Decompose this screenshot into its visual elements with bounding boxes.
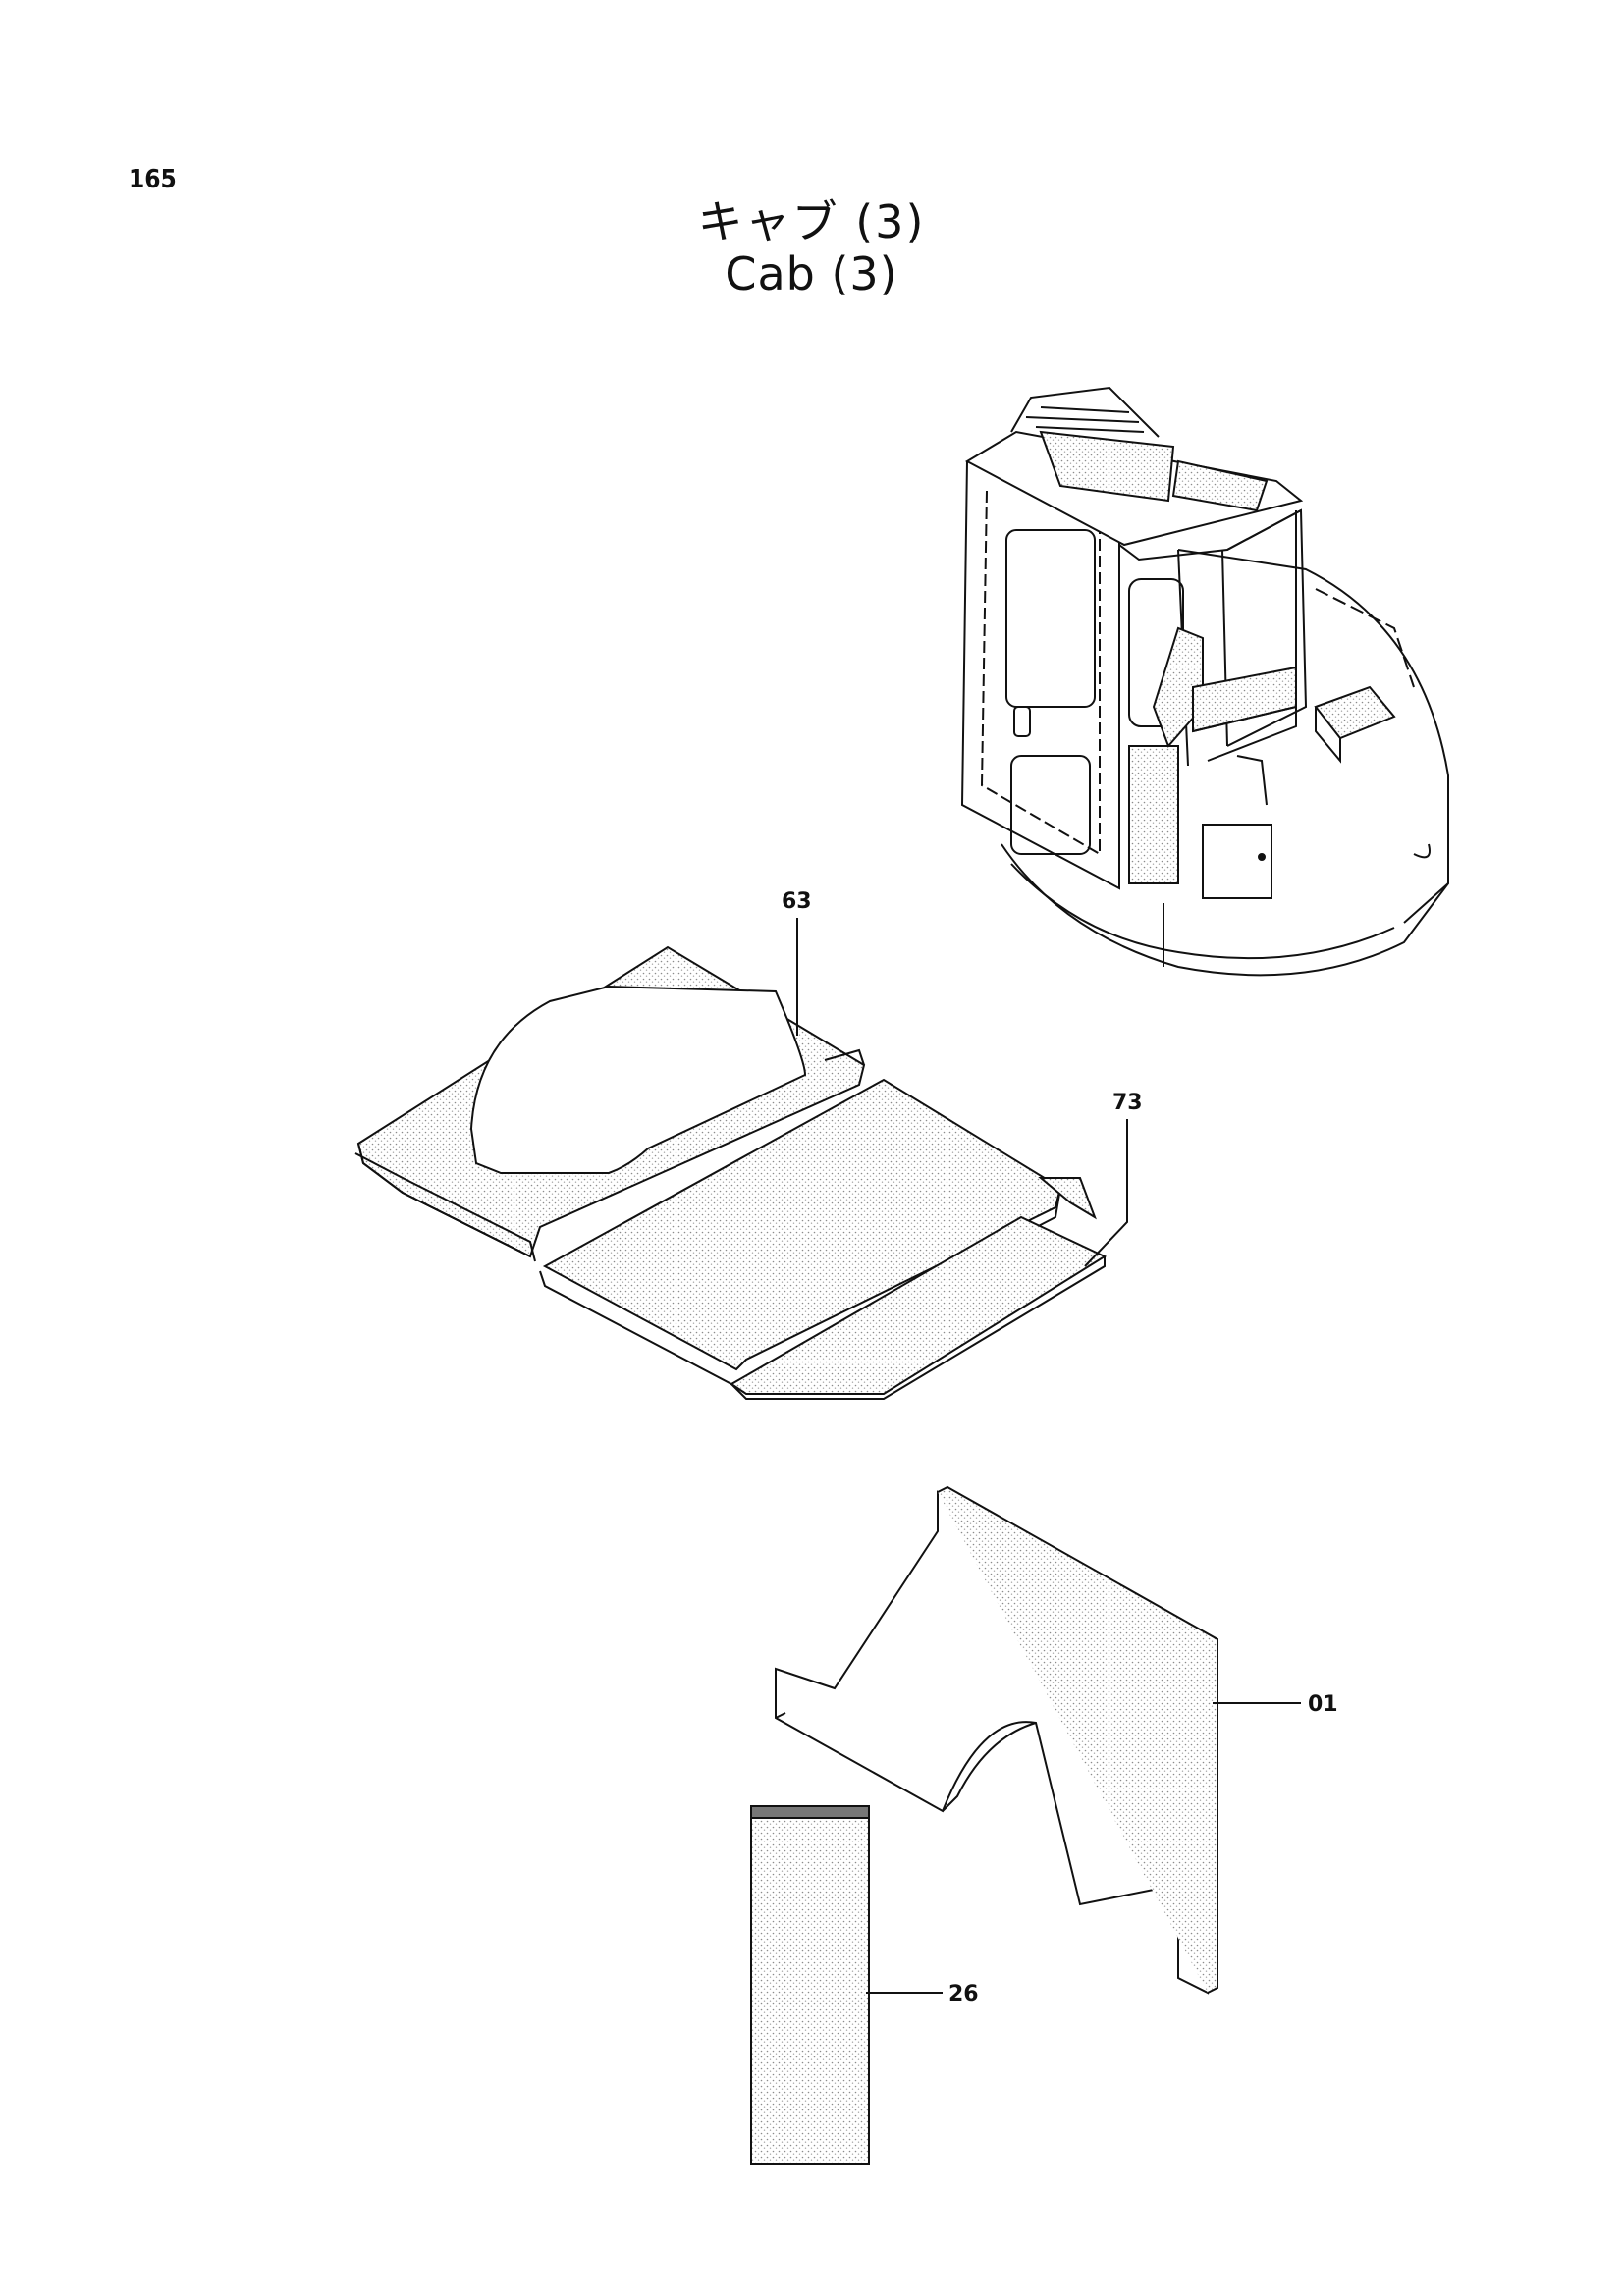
cab-overview-illustration	[960, 386, 1449, 977]
callout-63: 63	[782, 889, 812, 914]
page-title-japanese: キャブ (3)	[697, 195, 926, 248]
callout-26: 26	[948, 1982, 979, 2006]
side-pad-part-26	[750, 1805, 870, 2165]
callout-leaders	[796, 918, 1301, 1994]
leader-73	[1084, 1119, 1128, 1267]
page-number: 165	[129, 165, 177, 194]
page-title-english: Cab (3)	[725, 247, 898, 300]
callout-73: 73	[1112, 1091, 1143, 1115]
rear-panel-part-01	[775, 1485, 1218, 1995]
callout-01: 01	[1308, 1692, 1338, 1717]
floor-mat-assembly	[354, 945, 1108, 1400]
